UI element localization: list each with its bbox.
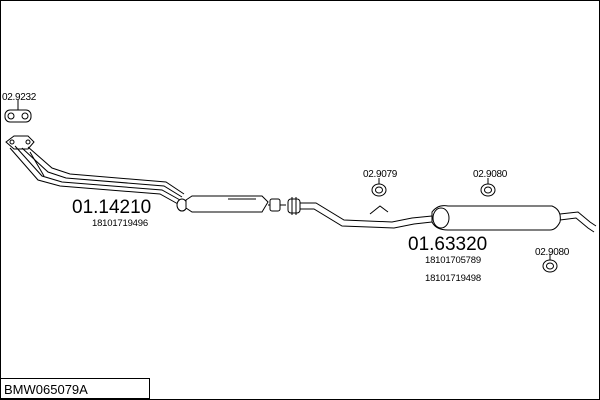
- clamp-a-icon[interactable]: [371, 178, 387, 197]
- clamp-b-icon[interactable]: [480, 178, 496, 197]
- diagram-title: BMW065079A: [4, 382, 88, 397]
- front-pipe[interactable]: [9, 145, 188, 212]
- centre-silencer[interactable]: [185, 195, 286, 213]
- middle-clamp[interactable]: [287, 197, 301, 215]
- label-front-pipe-number: 01.14210: [72, 197, 152, 218]
- label-clamp-b: 02.9080: [473, 169, 508, 180]
- clamp-c-icon[interactable]: [542, 254, 558, 273]
- gasket-top-icon[interactable]: [4, 100, 32, 123]
- intermediate-pipe[interactable]: [300, 202, 433, 229]
- manifold-flange[interactable]: [5, 135, 35, 150]
- label-clamp-a: 02.9079: [363, 169, 398, 180]
- label-rear-box-oe-1: 18101705789: [425, 255, 481, 266]
- rear-silencer[interactable]: [431, 205, 597, 233]
- title-box: BMW065079A: [0, 378, 150, 399]
- label-rear-box-oe-2: 18101719498: [425, 273, 481, 284]
- label-gasket-top: 02.9232: [2, 92, 37, 103]
- label-clamp-c: 02.9080: [535, 247, 570, 258]
- label-front-pipe-oe: 18101719496: [92, 218, 148, 229]
- label-rear-box-number: 01.63320: [408, 234, 488, 255]
